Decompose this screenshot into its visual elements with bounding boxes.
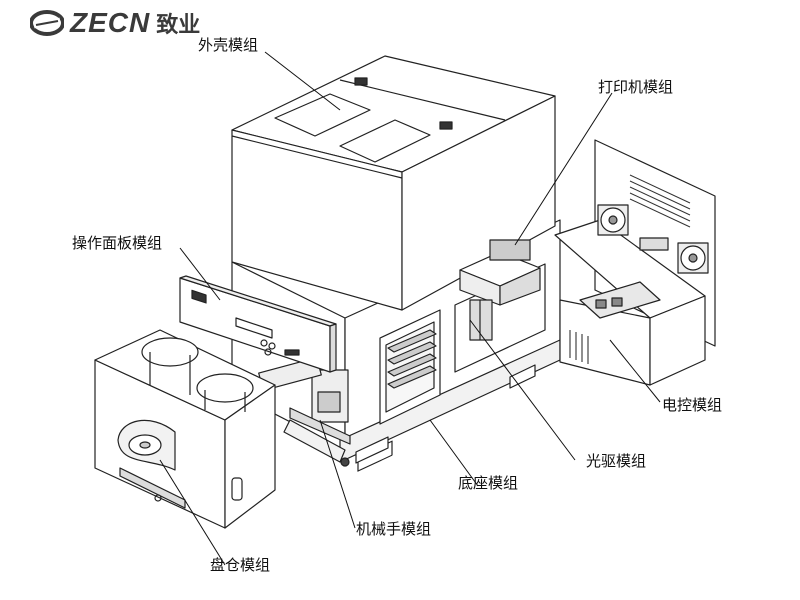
label-base-module: 底座模组 [458, 474, 519, 492]
shell-module [231, 55, 556, 311]
leader-lines [159, 51, 661, 566]
brand-name-cn: 致业 [156, 13, 201, 38]
label-control-module: 电控模组 [662, 396, 723, 414]
logo-mark-icon [30, 10, 64, 36]
panel-module [179, 275, 337, 373]
control-module [554, 139, 716, 386]
brand-logo: ZECN 致业 [30, 6, 200, 40]
printer-module [459, 239, 541, 341]
label-robot-module: 机械手模组 [356, 520, 432, 538]
label-panel-module: 操作面板模组 [72, 234, 163, 252]
brand-name: ZECN [70, 7, 151, 38]
label-printer-module: 打印机模组 [598, 78, 674, 96]
drive-module [387, 329, 437, 389]
label-drive-module: 光驱模组 [586, 452, 647, 470]
label-shell-module: 外壳模组 [198, 36, 259, 54]
tray-module [94, 329, 276, 529]
label-tray-module: 盘仓模组 [210, 556, 271, 574]
